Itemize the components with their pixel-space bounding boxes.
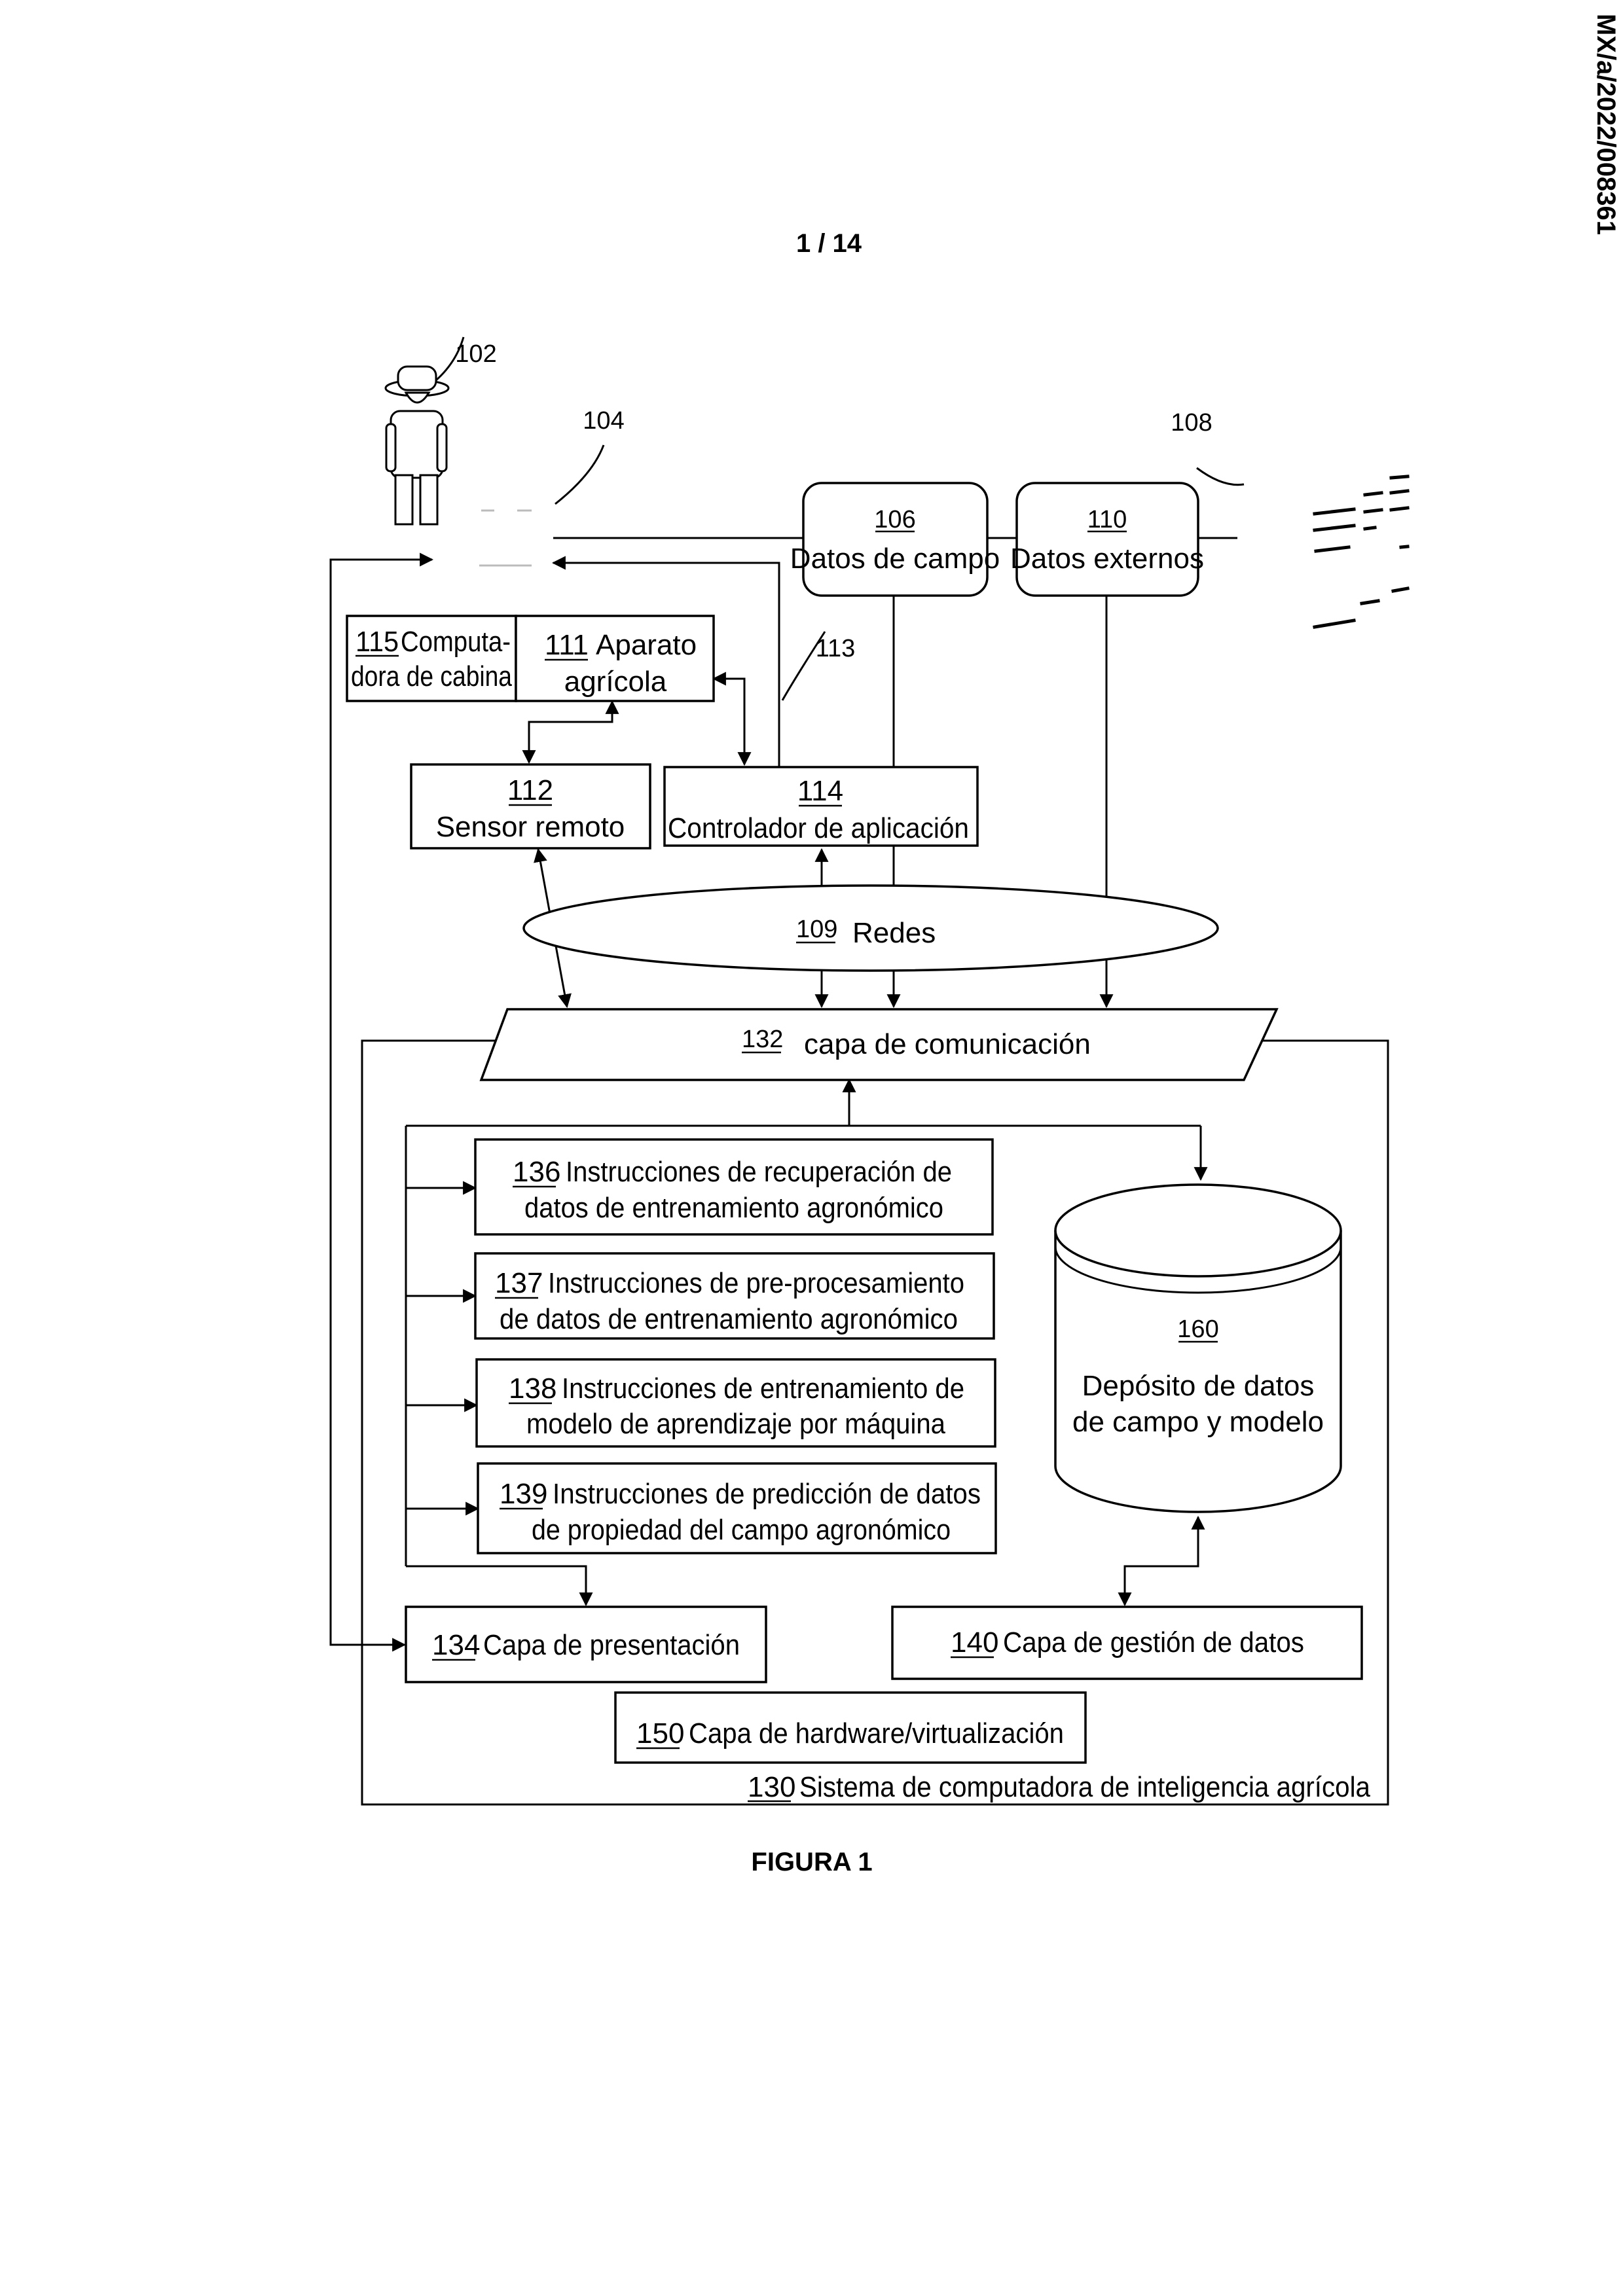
apparatus-line2: agrícola [564, 666, 667, 698]
field-data-label: Datos de campo [790, 543, 1000, 575]
cab-computer-line2: dora de cabina [351, 660, 512, 692]
remote-sensor-number: 112 [507, 774, 553, 806]
presentation-label: Capa de presentación [483, 1629, 740, 1661]
instr-137-line2: de datos de entrenamiento agronómico [500, 1303, 958, 1335]
remote-sensor-label: Sensor remoto [436, 811, 625, 843]
field-data-box: 106 Datos de campo [790, 483, 1000, 596]
instr-139-line2: de propiedad del campo agronómico [532, 1514, 951, 1546]
cab-computer-box: 115 Computa- dora de cabina [347, 616, 516, 701]
apparatus-line1: Aparato [596, 629, 697, 661]
communication-layer: 132 capa de comunicación [481, 1009, 1277, 1080]
instr-139-number: 139 [500, 1478, 547, 1510]
application-controller-box: 114 Controlador de aplicación [665, 767, 977, 846]
networks-ellipse: 109 Redes [524, 886, 1218, 971]
instr-138-line1: Instrucciones de entrenamiento de [562, 1372, 964, 1405]
instr-138-number: 138 [509, 1372, 556, 1405]
instruction-box-137: 137 Instrucciones de pre-procesamiento d… [475, 1253, 994, 1338]
figure-caption: FIGURA 1 [751, 1848, 872, 1876]
farmer-figure-icon [386, 367, 448, 524]
repository-line1: Depósito de datos [1082, 1370, 1315, 1402]
field-data-number: 106 [874, 506, 915, 533]
remote-sensor-box: 112 Sensor remoto [411, 764, 650, 848]
instr-136-number: 136 [513, 1156, 560, 1188]
instr-137-line1: Instrucciones de pre-procesamiento [548, 1267, 964, 1299]
instr-136-line2: datos de entrenamiento agronómico [524, 1192, 943, 1224]
external-data-number: 110 [1087, 506, 1127, 533]
hardware-label: Capa de hardware/virtualización [689, 1717, 1064, 1749]
ref-user: 102 [455, 340, 496, 368]
cab-computer-number: 115 [356, 626, 399, 658]
repository-number: 160 [1177, 1316, 1218, 1343]
system-number: 130 [748, 1771, 795, 1803]
data-mgmt-number: 140 [951, 1626, 998, 1659]
ref-link: 113 [816, 635, 856, 662]
data-management-layer-box: 140 Capa de gestión de datos [892, 1607, 1362, 1679]
hardware-virtualization-layer-box: 150 Capa de hardware/virtualización [615, 1693, 1085, 1763]
presentation-layer-box: 134 Capa de presentación [406, 1607, 766, 1682]
ref-external-source: 108 [1171, 409, 1212, 437]
presentation-number: 134 [432, 1629, 480, 1661]
networks-label: Redes [852, 917, 936, 949]
apparatus-number: 111 [545, 629, 589, 661]
cab-computer-line1: Computa- [401, 626, 511, 658]
instr-138-line2: modelo de aprendizaje por máquina [526, 1408, 945, 1440]
instr-139-line1: Instrucciones de predicción de datos [553, 1478, 981, 1510]
external-data-label: Datos externos [1010, 543, 1204, 575]
instr-137-number: 137 [495, 1267, 543, 1299]
repository-line2: de campo y modelo [1072, 1406, 1324, 1438]
instruction-box-139: 139 Instrucciones de predicción de datos… [478, 1463, 996, 1553]
instr-136-line1: Instrucciones de recuperación de [566, 1156, 952, 1188]
mobile-device-icon [479, 511, 532, 565]
app-controller-number: 114 [797, 775, 843, 807]
document-code: MX/a/2022/008361 [1592, 14, 1620, 235]
data-mgmt-label: Capa de gestión de datos [1003, 1626, 1304, 1659]
hardware-number: 150 [636, 1717, 684, 1749]
instruction-box-138: 138 Instrucciones de entrenamiento de mo… [477, 1359, 995, 1446]
page-number: 1 / 14 [796, 229, 862, 258]
comm-layer-number: 132 [742, 1026, 783, 1053]
comm-layer-label: capa de comunicación [804, 1028, 1091, 1060]
external-data-box: 110 Datos externos [1010, 483, 1204, 596]
agricultural-apparatus-box: 111 Aparato agrícola [516, 616, 714, 701]
networks-number: 109 [796, 916, 837, 943]
instruction-box-136: 136 Instrucciones de recuperación de dat… [475, 1139, 993, 1234]
ref-device: 104 [583, 407, 624, 435]
system-label: Sistema de computadora de inteligencia a… [799, 1771, 1370, 1803]
external-source-icon [1315, 476, 1408, 627]
field-model-repository-cylinder: 160 Depósito de datos de campo y modelo [1055, 1185, 1341, 1512]
app-controller-label: Controlador de aplicación [668, 812, 969, 844]
